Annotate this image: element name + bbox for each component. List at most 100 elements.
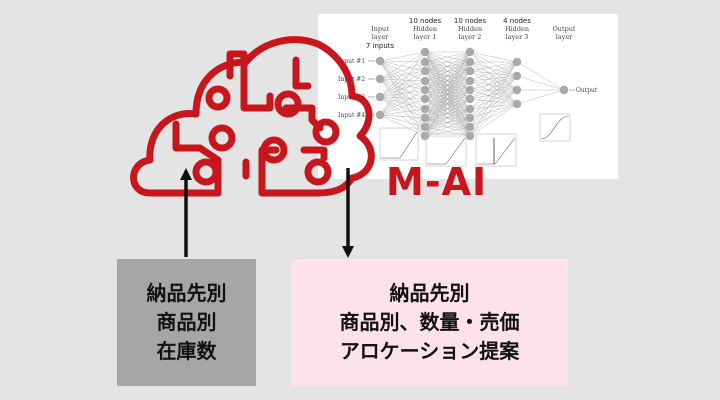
network-edge bbox=[469, 61, 518, 77]
network-node bbox=[465, 113, 475, 123]
network-node bbox=[465, 76, 475, 86]
network-edge bbox=[424, 61, 471, 91]
network-edge bbox=[424, 51, 471, 91]
network-edge bbox=[469, 89, 518, 110]
network-node bbox=[465, 85, 475, 95]
network-node bbox=[420, 85, 430, 95]
network-edge bbox=[469, 75, 518, 110]
network-edge bbox=[424, 80, 471, 119]
network-edge bbox=[424, 126, 471, 137]
network-node bbox=[420, 66, 430, 76]
network-edge bbox=[469, 89, 518, 128]
network-edge bbox=[424, 61, 471, 137]
network-edge bbox=[424, 61, 471, 128]
network-edge bbox=[379, 114, 426, 119]
up-arrow bbox=[180, 168, 192, 257]
output-proposal-box: 納品先別 商品別、数量・売価 アロケーション提案 bbox=[291, 259, 568, 386]
output-line-3: アロケーション提案 bbox=[339, 339, 520, 363]
network-edge bbox=[469, 61, 518, 82]
circuit-trace-3 bbox=[226, 50, 274, 112]
network-edge bbox=[469, 51, 518, 91]
circuit-node-5 bbox=[192, 158, 220, 186]
network-node bbox=[465, 47, 475, 57]
hidden1-label-1: 10 nodes bbox=[409, 17, 442, 25]
network-edge bbox=[469, 89, 518, 137]
network-node bbox=[512, 71, 522, 81]
network-edge bbox=[379, 114, 426, 128]
network-edge bbox=[469, 61, 518, 91]
network-edge bbox=[379, 61, 426, 80]
network-node bbox=[420, 113, 430, 123]
network-edge bbox=[516, 75, 565, 91]
output-label: Output bbox=[576, 87, 598, 94]
network-node bbox=[420, 57, 430, 67]
network-edge bbox=[379, 61, 426, 116]
output-layer-label-2: layer bbox=[556, 33, 573, 41]
network-edge bbox=[469, 61, 518, 110]
network-node bbox=[375, 56, 385, 66]
network-node bbox=[375, 110, 385, 120]
network-edge bbox=[516, 89, 565, 105]
hidden3-label-1: 4 nodes bbox=[503, 17, 531, 25]
network-edge bbox=[469, 89, 518, 119]
network-node bbox=[512, 99, 522, 109]
network-edge bbox=[379, 96, 426, 110]
network-node bbox=[465, 104, 475, 114]
network-edge bbox=[379, 51, 426, 80]
network-node bbox=[465, 122, 475, 132]
network-edge bbox=[424, 61, 471, 119]
network-edge bbox=[379, 89, 426, 116]
network-edge bbox=[469, 75, 518, 91]
network-edge bbox=[424, 98, 471, 137]
network-node bbox=[465, 57, 475, 67]
network-edge bbox=[424, 51, 471, 128]
circuit-trace-5 bbox=[300, 146, 328, 162]
network-edge bbox=[469, 75, 518, 137]
input-1-label: Input #1 bbox=[338, 58, 365, 65]
network-edge bbox=[379, 60, 426, 119]
network-edge bbox=[424, 51, 471, 63]
cloud-outline bbox=[130, 36, 375, 197]
network-edge bbox=[379, 70, 426, 98]
circuit-trace-6 bbox=[292, 56, 312, 90]
activation-plot-2 bbox=[425, 133, 467, 167]
network-edge bbox=[379, 51, 426, 116]
network-node bbox=[465, 94, 475, 104]
network-edge bbox=[379, 70, 426, 80]
network-edge bbox=[469, 51, 518, 77]
network-edge bbox=[424, 61, 471, 110]
network-edge bbox=[424, 51, 471, 137]
network-edge bbox=[469, 51, 518, 105]
circuit-node-7 bbox=[312, 118, 340, 146]
network-edge bbox=[379, 78, 426, 119]
network-node bbox=[465, 131, 475, 141]
network-edge bbox=[424, 51, 471, 119]
network-edge bbox=[424, 108, 471, 137]
network-node bbox=[512, 85, 522, 95]
neural-network-svg: Input layer 7 inputs 10 nodes Hidden lay… bbox=[338, 17, 598, 167]
network-edge bbox=[469, 70, 518, 77]
network-edge bbox=[424, 80, 471, 128]
network-edge bbox=[424, 117, 471, 137]
circuit-node-4 bbox=[260, 136, 288, 164]
hidden2-label-1: 10 nodes bbox=[454, 17, 487, 25]
network-edge bbox=[469, 75, 518, 128]
network-edge bbox=[424, 51, 471, 100]
input-layer-label-1: Input bbox=[371, 25, 389, 33]
network-edge bbox=[516, 61, 565, 91]
network-edge bbox=[379, 78, 426, 82]
network-edge bbox=[469, 61, 518, 119]
network-edge bbox=[379, 96, 426, 119]
hidden1-label-2: Hidden bbox=[413, 25, 437, 33]
output-line-2: 商品別、数量・売価 bbox=[339, 310, 520, 334]
network-edge bbox=[379, 89, 426, 98]
network-edge bbox=[469, 103, 518, 128]
network-edge bbox=[379, 60, 426, 110]
network-edge bbox=[469, 103, 518, 110]
network-edge bbox=[379, 51, 426, 98]
network-edge bbox=[424, 51, 471, 72]
network-node bbox=[420, 94, 430, 104]
network-node bbox=[375, 92, 385, 102]
network-edge bbox=[379, 114, 426, 137]
network-edge bbox=[379, 70, 426, 116]
